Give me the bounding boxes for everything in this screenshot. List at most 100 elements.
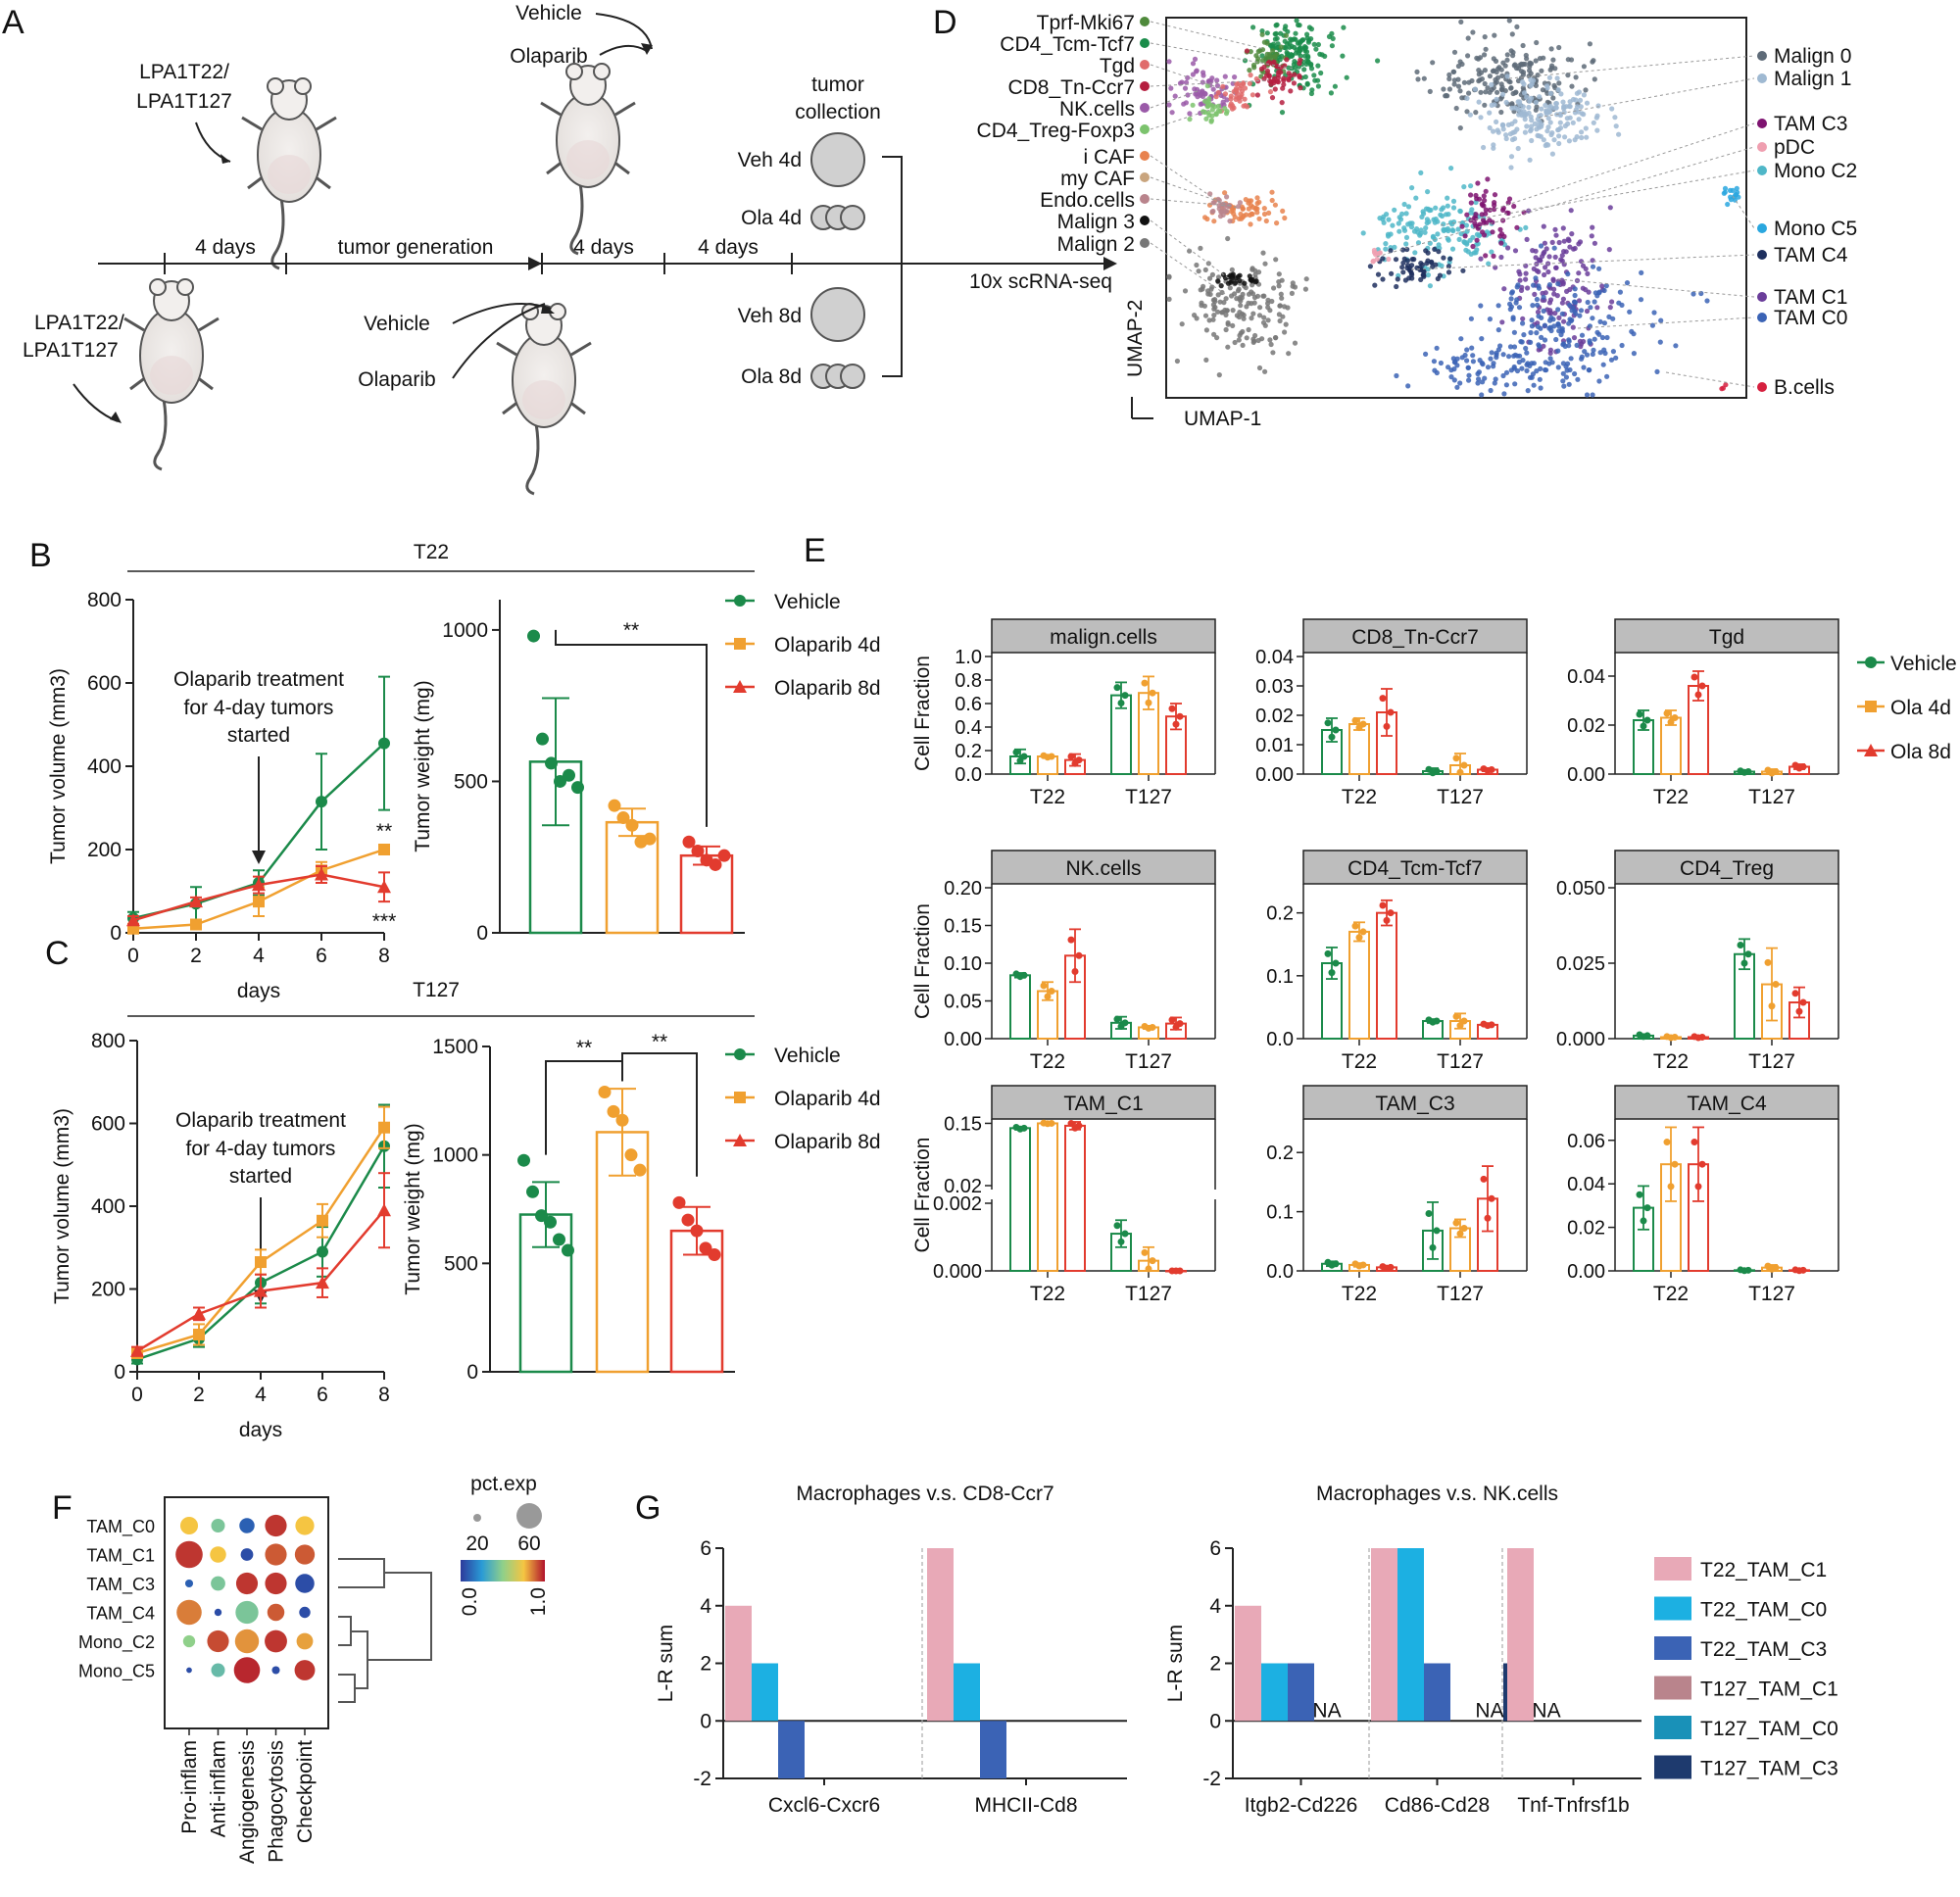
- umap-point: [1222, 91, 1228, 97]
- umap-point: [1259, 53, 1265, 59]
- umap-point: [1274, 51, 1280, 57]
- data-point: [681, 1213, 695, 1227]
- umap-point: [1521, 111, 1528, 117]
- y-tick-label: 0.002: [933, 1193, 982, 1215]
- umap-point: [1172, 93, 1178, 99]
- umap-point: [1531, 382, 1537, 388]
- umap-leader-line: [1150, 21, 1265, 50]
- umap-point: [1542, 337, 1548, 343]
- umap-point: [1569, 231, 1575, 237]
- umap-point: [1411, 228, 1418, 234]
- umap-point: [1460, 268, 1466, 273]
- bar: [980, 1721, 1006, 1778]
- data-point: [190, 918, 202, 931]
- umap-point: [1211, 200, 1217, 206]
- umap-point: [1553, 101, 1559, 107]
- umap-point: [1563, 104, 1569, 110]
- umap-point: [1374, 256, 1380, 263]
- umap-point: [1242, 280, 1248, 286]
- umap-point: [1467, 112, 1473, 118]
- umap-cluster-label: NK.cells: [1059, 98, 1135, 121]
- legend-swatch: [1654, 1596, 1691, 1621]
- mouse-limbs: [241, 116, 337, 190]
- umap-point: [1583, 125, 1589, 131]
- umap-point: [1478, 115, 1484, 121]
- umap-point: [1594, 127, 1600, 133]
- row-label: TAM_C1: [86, 1546, 155, 1567]
- umap-point: [1631, 331, 1637, 337]
- bar: [1376, 911, 1397, 1041]
- dot: [235, 1572, 259, 1595]
- data-point: [607, 1104, 620, 1118]
- data-point: [517, 1153, 530, 1167]
- legend-label: T127_TAM_C3: [1700, 1758, 1838, 1780]
- x-tick-label: Tnf-Tnfrsf1b: [1517, 1794, 1629, 1817]
- umap-point: [1427, 283, 1433, 289]
- data-point: [1643, 716, 1651, 724]
- umap-point: [1576, 270, 1582, 276]
- data-point: [1071, 967, 1079, 975]
- umap-point: [1588, 305, 1593, 311]
- mouse-limbs: [123, 316, 220, 391]
- umap-point: [1561, 383, 1567, 389]
- data-point: [1117, 1023, 1125, 1031]
- data-point: [1067, 1120, 1075, 1128]
- umap-point: [1489, 102, 1494, 108]
- umap-point: [1509, 31, 1515, 37]
- umap-point: [1454, 384, 1460, 390]
- umap-point: [1294, 18, 1299, 24]
- umap-point: [1604, 373, 1610, 379]
- umap-point: [1581, 365, 1587, 370]
- umap-point: [1533, 58, 1539, 64]
- umap-point: [1200, 283, 1206, 289]
- data-point: [690, 1224, 704, 1238]
- umap-point: [1584, 100, 1591, 106]
- umap-point: [1209, 271, 1215, 277]
- label-olaparib-bottom: Olaparib: [358, 368, 435, 391]
- y-tick-label: 400: [87, 755, 122, 778]
- umap-point: [1417, 231, 1424, 237]
- umap-point: [1592, 299, 1597, 305]
- umap-cluster-dot: [1757, 292, 1767, 302]
- umap-point: [1529, 137, 1535, 144]
- umap-point: [1286, 351, 1292, 357]
- dot: [295, 1574, 315, 1593]
- umap-point: [1549, 239, 1555, 245]
- data-point: [1379, 695, 1387, 703]
- umap-point: [1550, 95, 1556, 101]
- umap-point: [1466, 377, 1472, 383]
- data-point: [1456, 1230, 1464, 1238]
- data-point: [1113, 684, 1121, 692]
- umap-point: [1441, 226, 1446, 232]
- umap-point: [1455, 83, 1462, 89]
- umap-point: [1215, 196, 1221, 202]
- umap-point: [1217, 299, 1223, 305]
- y-tick-label: 0.04: [1567, 1174, 1605, 1195]
- umap-point: [1514, 24, 1520, 29]
- treatment-annotation-line3: started: [227, 724, 290, 747]
- umap-point: [1574, 134, 1580, 140]
- legend-marker: [734, 1048, 746, 1060]
- timeline-arrowhead: [1103, 257, 1117, 270]
- dot: [265, 1514, 287, 1537]
- arrow-vehicle-bottom: [452, 303, 552, 324]
- umap-point: [1267, 89, 1274, 95]
- umap-point: [1542, 271, 1547, 278]
- umap-point: [1262, 368, 1268, 374]
- timeline-label-scrna-seq: 10x scRNA-seq: [969, 270, 1112, 293]
- umap-point: [1237, 294, 1244, 301]
- data-point: [1168, 1016, 1176, 1024]
- umap-point: [1531, 361, 1537, 366]
- y-axis-label: L-R sum: [655, 1625, 677, 1702]
- umap-point: [1207, 291, 1213, 297]
- umap-point: [1506, 18, 1512, 24]
- umap-point: [1560, 99, 1566, 105]
- row-label: TAM_C0: [86, 1517, 155, 1537]
- umap-point: [1548, 46, 1554, 52]
- umap-point: [1464, 95, 1470, 101]
- umap-point: [1332, 83, 1338, 89]
- data-point: [1121, 1230, 1129, 1238]
- umap-point: [1228, 279, 1234, 285]
- data-point: [615, 1113, 629, 1127]
- umap-point: [1464, 109, 1470, 115]
